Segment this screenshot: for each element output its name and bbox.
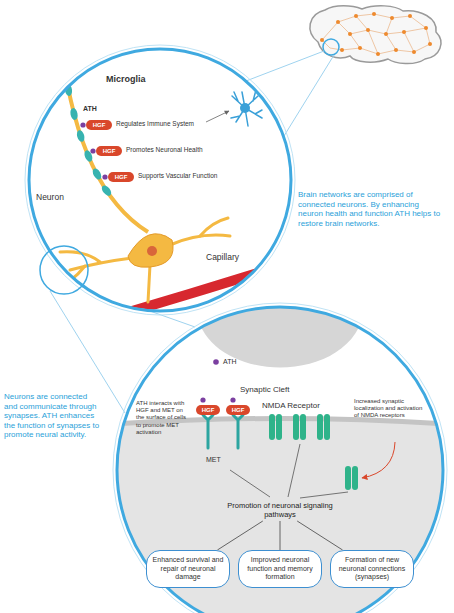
part-label: ATH <box>223 358 247 366</box>
part-label: Regulates Immune System <box>116 120 216 128</box>
neuron-zoom-circle <box>25 45 330 332</box>
part-label: ATH <box>83 105 105 113</box>
ath-dots-synapse <box>200 397 235 402</box>
connector-line <box>297 521 342 550</box>
network-links <box>322 14 430 54</box>
localization-arrow <box>362 442 395 478</box>
part-label: ATH interacts with HGF and MET on the su… <box>136 400 192 436</box>
ath-molecule <box>213 359 219 365</box>
zoom-marker <box>323 39 339 55</box>
caption-note: Brain networks are comprised of connecte… <box>298 190 444 228</box>
zoom-circle-fill <box>29 49 291 311</box>
hgf-pill: HGF <box>226 405 250 415</box>
part-label: Microglia <box>106 74 166 85</box>
part-label: Synaptic Cleft <box>240 385 310 395</box>
synapse-zoom-marker <box>40 246 88 294</box>
signal-leaders <box>230 444 348 498</box>
node-text: Improved neuronal function and memory fo… <box>244 556 316 582</box>
synapse-circle-ring <box>117 307 443 613</box>
microglia-body <box>240 103 250 113</box>
brain-network <box>310 6 441 64</box>
zoom-circle-ring <box>29 49 291 311</box>
node-text: HGF <box>96 146 122 156</box>
node-text: Formation of new neuronal connections (s… <box>336 556 408 582</box>
zoom-circle-outer <box>25 45 295 315</box>
synapse-zoom-circle <box>100 300 454 613</box>
part-label: Neuron <box>36 192 76 202</box>
nmda-receptors <box>269 414 358 490</box>
node-text: Promotion of neuronal signaling pathways <box>217 501 343 519</box>
part-label: MET <box>206 456 236 464</box>
hgf-pill: HGF <box>86 120 112 130</box>
met-receptors <box>203 415 243 448</box>
microglia <box>231 90 262 126</box>
pathway-region: Promotion of neuronal signaling pathways <box>215 499 345 521</box>
network-dots <box>320 12 432 56</box>
nucleus <box>147 246 157 256</box>
outcome-box: Enhanced survival and repair of neuronal… <box>146 550 230 588</box>
brain-outline <box>310 6 441 64</box>
node-text: HGF <box>86 120 112 130</box>
node-text: HGF <box>196 405 220 415</box>
connector-line <box>217 521 262 550</box>
node-text: HGF <box>226 405 250 415</box>
dendrites <box>48 218 230 302</box>
node-text: Enhanced survival and repair of neuronal… <box>152 556 224 582</box>
part-label: Supports Vascular Function <box>138 172 248 180</box>
part-label: Capillary <box>206 252 256 262</box>
connector-line <box>280 521 281 550</box>
part-label: Increased synaptic localization and acti… <box>354 398 426 420</box>
synapse-circle-outer <box>113 303 447 613</box>
hgf-pill: HGF <box>108 172 134 182</box>
outcome-box: Improved neuronal function and memory fo… <box>238 550 322 588</box>
postsynaptic-region <box>100 419 454 613</box>
part-label: NMDA Receptor <box>262 401 334 411</box>
outcome-box: Formation of new neuronal connections (s… <box>330 550 414 588</box>
hgf-pill: HGF <box>196 405 220 415</box>
caption-note: Neurons are connected and communicate th… <box>4 392 102 440</box>
myelin <box>64 84 113 198</box>
leader-arrow <box>206 111 229 122</box>
node-text: HGF <box>108 172 134 182</box>
neuron-body <box>128 234 173 267</box>
hgf-pill: HGF <box>96 146 122 156</box>
presynaptic-terminal <box>195 300 365 368</box>
part-label: Promotes Neuronal Health <box>126 146 236 154</box>
